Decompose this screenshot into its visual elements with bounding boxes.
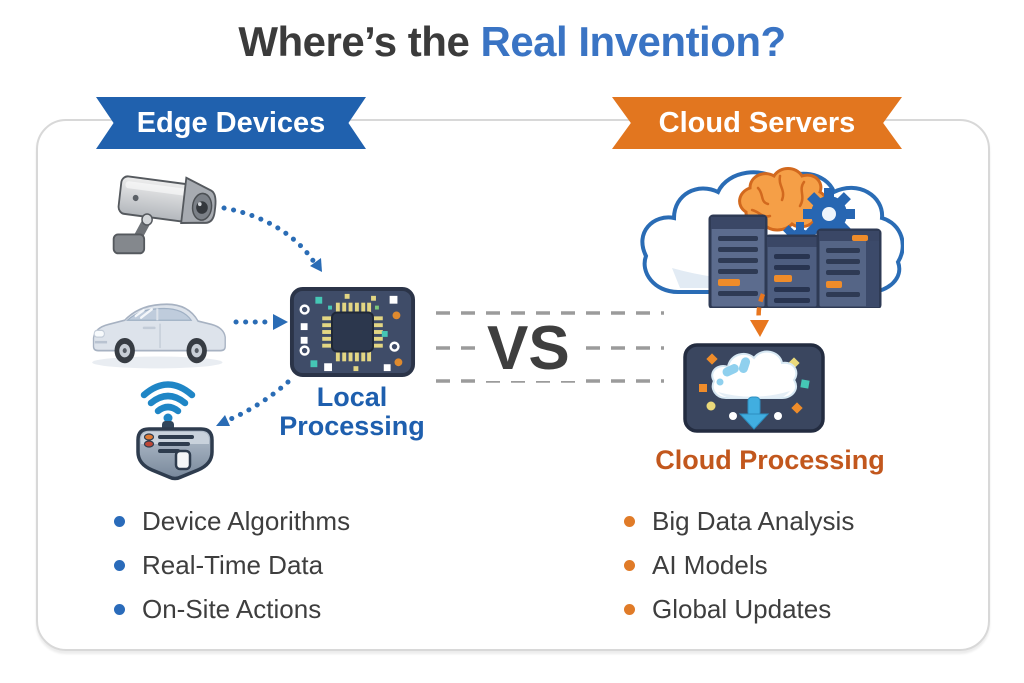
dotted-arrow-camera-to-chip-icon [221, 205, 322, 272]
list-item-label: On-Site Actions [142, 593, 322, 624]
circuit-chip-icon [289, 287, 416, 377]
vs-label: VS [477, 317, 580, 381]
edge-devices-bullet-list: Device Algorithms Real-Time Data On-Site… [114, 505, 350, 637]
content-frame [36, 119, 990, 651]
edge-devices-banner: Edge Devices [96, 97, 366, 149]
bullet-dot-icon [624, 515, 635, 527]
dotted-arrow-chip-to-iot-icon [216, 379, 291, 426]
list-item: On-Site Actions [114, 593, 350, 625]
iot-device-icon [136, 381, 214, 481]
page-title-highlight: Real Invention? [480, 18, 786, 65]
list-item-label: Global Updates [652, 593, 832, 624]
page-title: Where’s the Real Invention? [0, 18, 1024, 66]
list-item: AI Models [624, 549, 854, 581]
local-processing-line1: Local [316, 382, 388, 412]
list-item: Big Data Analysis [624, 505, 854, 537]
local-processing-label: Local Processing [262, 383, 442, 441]
bullet-dot-icon [114, 515, 125, 527]
cloud-processing-icon [683, 343, 825, 433]
cloud-servers-banner: Cloud Servers [612, 97, 902, 149]
list-item-label: Big Data Analysis [652, 505, 855, 536]
list-item: Device Algorithms [114, 505, 350, 537]
local-processing-line2: Processing [279, 411, 425, 441]
bullet-dot-icon [114, 559, 125, 571]
server-rack-icon [708, 214, 882, 308]
dotted-arrow-car-to-chip-icon [233, 314, 288, 330]
cctv-camera-icon [112, 175, 217, 255]
cloud-processing-label: Cloud Processing [655, 445, 885, 475]
cloud-servers-banner-label: Cloud Servers [658, 106, 856, 139]
list-item-label: Real-Time Data [142, 549, 324, 580]
dashed-arrow-cloud-to-box-icon [750, 293, 769, 337]
car-icon [92, 303, 226, 369]
list-item-label: Device Algorithms [142, 505, 351, 536]
bullet-dot-icon [114, 603, 125, 615]
list-item: Real-Time Data [114, 549, 350, 581]
list-item: Global Updates [624, 593, 854, 625]
list-item-label: AI Models [652, 549, 768, 580]
edge-devices-banner-label: Edge Devices [136, 106, 326, 139]
cloud-servers-icon [640, 167, 904, 308]
bullet-dot-icon [624, 559, 635, 571]
page-title-prefix: Where’s the [238, 18, 481, 65]
bullet-dot-icon [624, 603, 635, 615]
wifi-icon [140, 381, 196, 423]
cloud-servers-bullet-list: Big Data Analysis AI Models Global Updat… [624, 505, 854, 637]
